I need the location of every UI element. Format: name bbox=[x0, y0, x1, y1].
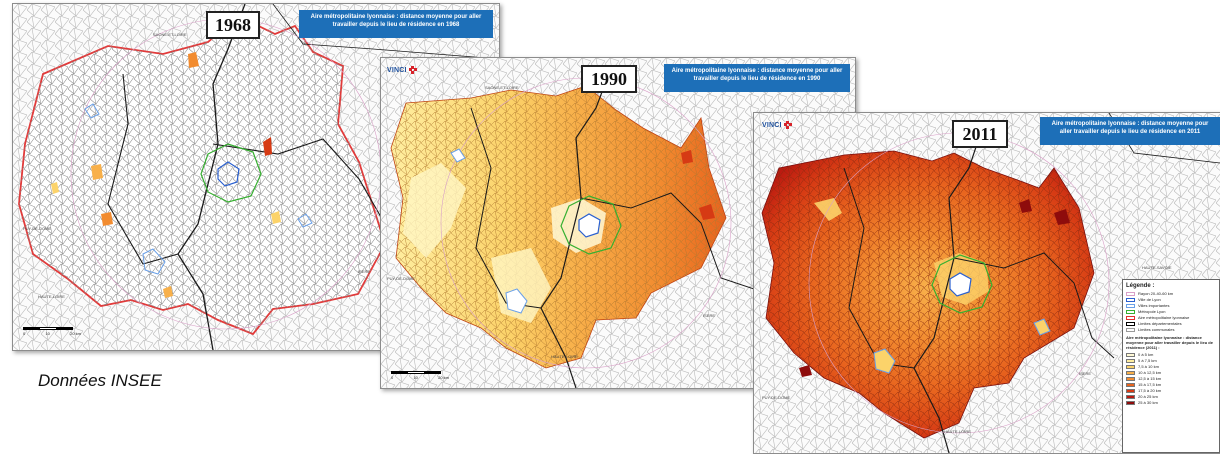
legend-swatch bbox=[1126, 291, 1135, 296]
legend-class: 7,5 à 10 km bbox=[1126, 364, 1216, 369]
map-1968-scale-bar: 0 10 20 km bbox=[23, 327, 81, 336]
source-caption: Données INSEE bbox=[38, 371, 162, 390]
legend-swatch bbox=[1126, 394, 1135, 399]
map-1990-scale-label-1: 10 bbox=[413, 375, 418, 380]
map-1968-title: Aire métropolitaine lyonnaise : distance… bbox=[299, 10, 493, 38]
map-1968-label-0: SAONE-ET-LOIRE bbox=[153, 32, 187, 37]
map-1968-scale-label-0: 0 bbox=[23, 331, 26, 336]
legend-item: Métropole Lyon bbox=[1126, 309, 1216, 314]
map-1990-label-0: SAONE-ET-LOIRE bbox=[485, 85, 519, 90]
legend-swatch bbox=[1126, 382, 1135, 387]
map-1968-scale-label-2: 20 km bbox=[70, 331, 81, 336]
legend-item: Aire métropolitaine lyonnaise bbox=[1126, 315, 1216, 320]
map-1990-year: 1990 bbox=[581, 65, 637, 93]
legend-item-label: Métropole Lyon bbox=[1138, 309, 1166, 314]
legend-class-label: 0 à 5 km bbox=[1138, 352, 1154, 357]
legend-item-label: Ville de Lyon bbox=[1138, 297, 1161, 302]
legend-class-label: 15 à 17,5 km bbox=[1138, 382, 1162, 387]
legend-swatch bbox=[1126, 309, 1135, 314]
legend-item: Rayon 20-40-60 km bbox=[1126, 291, 1216, 296]
legend-swatch bbox=[1126, 370, 1135, 375]
map-2011-logo: VINCI bbox=[762, 121, 792, 129]
map-2011-legend: Légende : Rayon 20-40-60 km Ville de Lyo… bbox=[1122, 279, 1220, 453]
vinci-logo-text: VINCI bbox=[762, 121, 782, 129]
legend-swatch bbox=[1126, 297, 1135, 302]
map-2011-label-0: HAUTE-SAVOIE bbox=[1142, 265, 1172, 270]
vinci-logo-icon bbox=[408, 66, 417, 74]
legend-swatch bbox=[1126, 352, 1135, 357]
map-2011: HAUTE-SAVOIE PUY-DE-DOME ISERE HAUTE-LOI… bbox=[753, 112, 1220, 454]
legend-class-label: 7,5 à 10 km bbox=[1138, 364, 1159, 369]
map-2011-year: 2011 bbox=[952, 120, 1008, 148]
legend-item-label: Rayon 20-40-60 km bbox=[1138, 291, 1174, 296]
map-1968-year: 1968 bbox=[206, 11, 260, 39]
map-2011-label-1: PUY-DE-DOME bbox=[762, 395, 791, 400]
legend-swatch bbox=[1126, 327, 1135, 332]
vinci-logo-icon bbox=[783, 121, 792, 129]
legend-class: 12,5 à 15 km bbox=[1126, 376, 1216, 381]
map-1968-label-1: PUY-DE-DOME bbox=[23, 226, 52, 231]
map-1990-scale-bar: 0 10 20 km bbox=[391, 371, 449, 380]
legend-swatch bbox=[1126, 303, 1135, 308]
map-1990-label-2: ISERE bbox=[703, 313, 716, 318]
legend-swatch bbox=[1126, 364, 1135, 369]
legend-swatch bbox=[1126, 376, 1135, 381]
legend-class-label: 25 à 30 km bbox=[1138, 400, 1158, 405]
legend-title: Légende : bbox=[1126, 283, 1155, 289]
map-1990-label-1: PUY-DE-DOME bbox=[387, 276, 416, 281]
legend-item-label: Aire métropolitaine lyonnaise bbox=[1138, 315, 1190, 320]
vinci-logo-text: VINCI bbox=[387, 66, 407, 74]
legend-class-label: 12,5 à 15 km bbox=[1138, 376, 1162, 381]
legend-class: 10 à 12,5 km bbox=[1126, 370, 1216, 375]
legend-class-label: 17,5 à 20 km bbox=[1138, 388, 1162, 393]
legend-item: Limites communales bbox=[1126, 327, 1216, 332]
legend-swatch bbox=[1126, 400, 1135, 405]
map-1968-label-3: HAUTE-LOIRE bbox=[38, 294, 65, 299]
map-1990-scale-label-2: 20 km bbox=[438, 375, 449, 380]
map-2011-title: Aire métropolitaine lyonnaise : distance… bbox=[1040, 117, 1220, 145]
map-1990-label-3: HAUTE-LOIRE bbox=[551, 354, 578, 359]
legend-class-label: 5 à 7,5 km bbox=[1138, 358, 1157, 363]
legend-item: Villes importantes bbox=[1126, 303, 1216, 308]
legend-item-label: Limites départementales bbox=[1138, 321, 1182, 326]
map-1990-logo: VINCI bbox=[387, 66, 417, 74]
legend-class: 25 à 30 km bbox=[1126, 400, 1216, 405]
map-1990-title: Aire métropolitaine lyonnaise : distance… bbox=[664, 64, 850, 92]
legend-class: 0 à 5 km bbox=[1126, 352, 1216, 357]
legend-class: 5 à 7,5 km bbox=[1126, 358, 1216, 363]
legend-subtitle: Aire métropolitaine lyonnaise : distance… bbox=[1126, 335, 1213, 350]
legend-item-label: Villes importantes bbox=[1138, 303, 1170, 308]
legend-item: Ville de Lyon bbox=[1126, 297, 1216, 302]
legend-swatch bbox=[1126, 358, 1135, 363]
legend-class-label: 10 à 12,5 km bbox=[1138, 370, 1162, 375]
legend-class: 15 à 17,5 km bbox=[1126, 382, 1216, 387]
map-1968-scale-label-1: 10 bbox=[45, 331, 50, 336]
legend-class: 20 à 25 km bbox=[1126, 394, 1216, 399]
legend-item-label: Limites communales bbox=[1138, 327, 1175, 332]
map-2011-label-2: ISERE bbox=[1079, 371, 1092, 376]
legend-class: 17,5 à 20 km bbox=[1126, 388, 1216, 393]
legend-swatch bbox=[1126, 388, 1135, 393]
map-1968-label-2: ISERE bbox=[358, 269, 371, 274]
legend-swatch bbox=[1126, 321, 1135, 326]
map-2011-label-3: HAUTE-LOIRE bbox=[944, 429, 971, 434]
legend-swatch bbox=[1126, 315, 1135, 320]
legend-item: Limites départementales bbox=[1126, 321, 1216, 326]
legend-class-label: 20 à 25 km bbox=[1138, 394, 1158, 399]
map-1990-scale-label-0: 0 bbox=[391, 375, 394, 380]
